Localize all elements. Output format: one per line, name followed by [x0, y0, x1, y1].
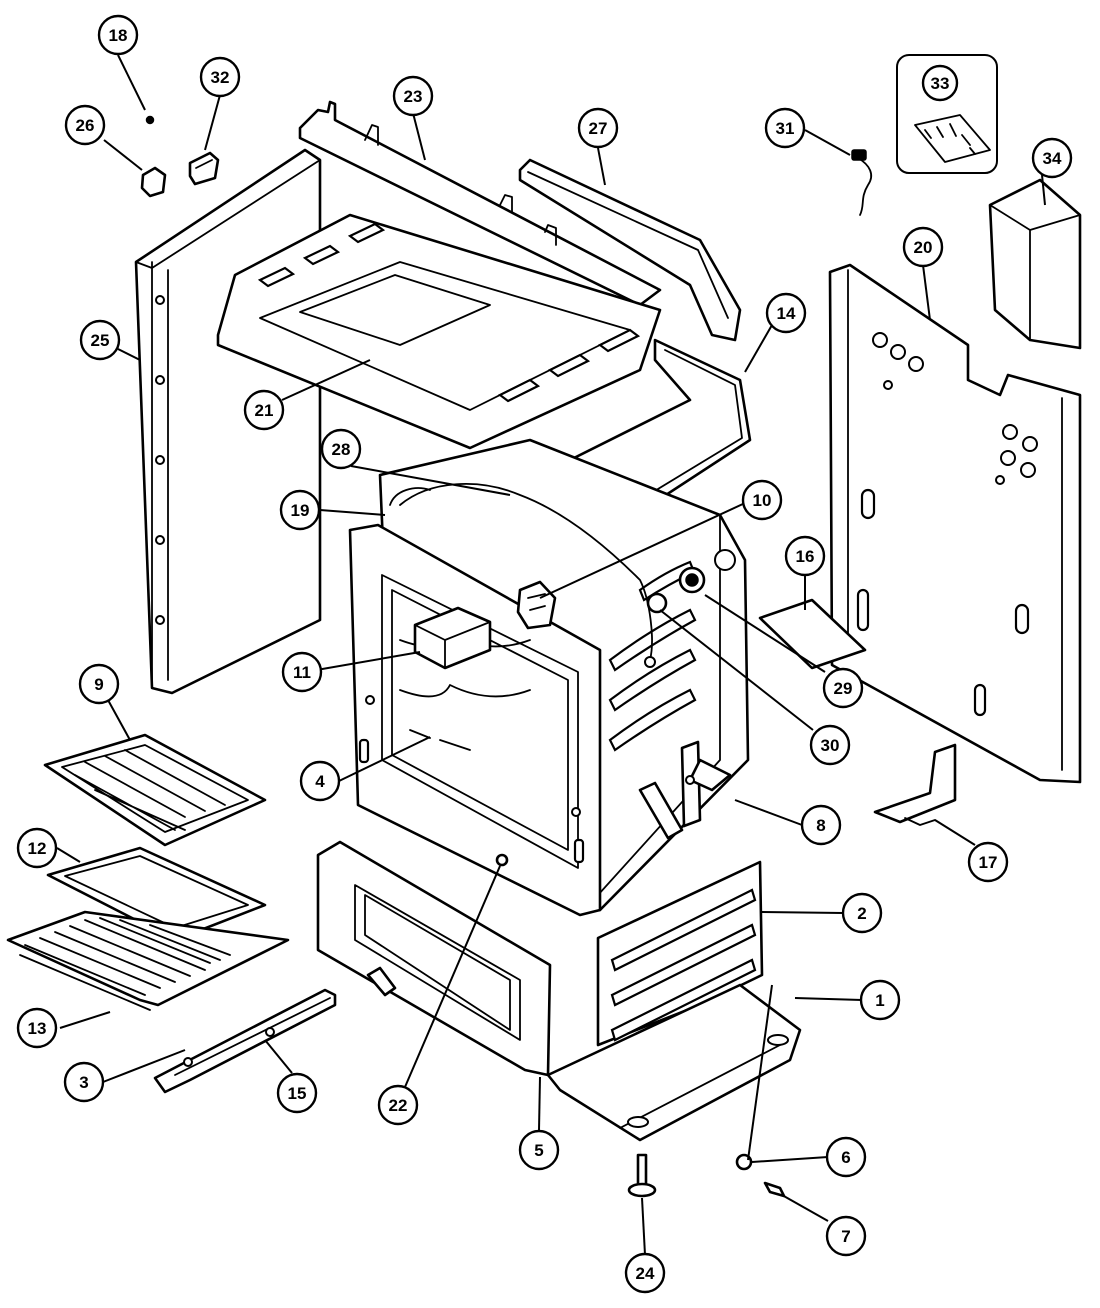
callout-16: 16: [784, 535, 826, 577]
callout-label: 20: [914, 238, 933, 257]
callout-17: 17: [967, 841, 1009, 883]
callout-label: 17: [979, 853, 998, 872]
callout-27: 27: [577, 107, 619, 149]
part-17-bracket: [873, 743, 957, 826]
part-31-power-cord: [851, 149, 872, 216]
callout-6: 6: [825, 1136, 867, 1178]
callout-label: 33: [931, 74, 950, 93]
callout-1: 1: [859, 979, 901, 1021]
callout-label: 22: [389, 1096, 408, 1115]
callout-label: 3: [79, 1073, 88, 1092]
callout-label: 5: [534, 1141, 543, 1160]
part-20-back-panel: [828, 263, 1082, 784]
part-27-vent-duct: [518, 158, 742, 342]
part-2-lower-panel: [596, 860, 764, 1047]
callout-2: 2: [841, 892, 883, 934]
callout-20: 20: [902, 226, 944, 268]
callout-8: 8: [800, 804, 842, 846]
part-7-screw: [763, 1181, 786, 1198]
callout-23: 23: [392, 75, 434, 117]
callout-26: 26: [64, 104, 106, 146]
callout-34: 34: [1031, 137, 1073, 179]
callout-32: 32: [199, 56, 241, 98]
callout-19: 19: [279, 489, 321, 531]
part-1-base: [546, 983, 802, 1142]
part-34-cover-box: [988, 178, 1082, 350]
callout-label: 27: [589, 119, 608, 138]
callout-12: 12: [16, 827, 58, 869]
callout-31: 31: [764, 107, 806, 149]
part-25-left-side-panel: [134, 148, 322, 695]
callout-33: 33: [921, 64, 959, 102]
callout-18: 18: [97, 14, 139, 56]
part-23-top-rail: [298, 100, 662, 307]
part-30-socket: [646, 592, 668, 614]
callout-label: 26: [76, 116, 95, 135]
callout-label: 13: [28, 1019, 47, 1038]
callout-25: 25: [79, 319, 121, 361]
callout-label: 34: [1043, 149, 1062, 168]
callout-label: 23: [404, 87, 423, 106]
callout-14: 14: [765, 292, 807, 334]
callout-label: 16: [796, 547, 815, 566]
callout-label: 9: [94, 675, 103, 694]
leader-lines: [56, 54, 1046, 1256]
callout-label: 19: [291, 501, 310, 520]
part-16-shield: [758, 598, 867, 670]
callout-label: 28: [332, 440, 351, 459]
callout-13: 13: [16, 1007, 58, 1049]
callout-10: 10: [741, 479, 783, 521]
callout-label: 4: [315, 772, 325, 791]
callout-9: 9: [78, 663, 120, 705]
part-32-clip: [188, 151, 220, 186]
callout-label: 21: [255, 401, 274, 420]
callout-29: 29: [822, 667, 864, 709]
callout-label: 1: [875, 991, 884, 1010]
callout-label: 24: [636, 1264, 655, 1283]
callout-24: 24: [624, 1252, 666, 1294]
part-22-screw: [495, 853, 509, 867]
part-26-clip: [140, 166, 167, 198]
callout-4: 4: [299, 760, 341, 802]
callout-label: 29: [834, 679, 853, 698]
callout-label: 6: [841, 1148, 850, 1167]
callout-label: 11: [293, 663, 311, 682]
callout-label: 32: [211, 68, 230, 87]
callout-label: 31: [776, 119, 795, 138]
callout-21: 21: [243, 389, 285, 431]
callout-3: 3: [63, 1061, 105, 1103]
callout-label: 15: [288, 1084, 307, 1103]
callout-15: 15: [276, 1072, 318, 1114]
callout-label: 30: [821, 736, 840, 755]
callout-label: 10: [753, 491, 772, 510]
part-10-bracket: [516, 580, 557, 630]
callout-label: 12: [28, 839, 47, 858]
callout-28: 28: [320, 428, 362, 470]
part-5-kick-panel: [316, 840, 552, 1077]
callout-11: 11: [281, 651, 323, 693]
callout-label: 2: [857, 904, 866, 923]
part-18-screw: [145, 115, 155, 125]
part-29-lamp: [678, 566, 706, 594]
callout-label: 25: [91, 331, 110, 350]
part-15-slide-rail: [153, 988, 337, 1094]
callout-5: 5: [518, 1129, 560, 1171]
part-8-hinge: [638, 740, 732, 840]
part-9-broiler-grid: [43, 733, 267, 847]
callout-22: 22: [377, 1084, 419, 1126]
part-21-burner-box: [216, 213, 662, 450]
part-13-oven-rack: [6, 910, 290, 1011]
callout-label: 8: [816, 816, 825, 835]
callout-label: 14: [777, 304, 796, 323]
callouts: 1 2 3 4 5 6 7 8: [16, 14, 1073, 1294]
callout-7: 7: [825, 1215, 867, 1257]
callout-label: 7: [841, 1227, 850, 1246]
part-24-leveling-leg: [627, 1153, 657, 1198]
callout-30: 30: [809, 724, 851, 766]
callout-label: 18: [109, 26, 128, 45]
